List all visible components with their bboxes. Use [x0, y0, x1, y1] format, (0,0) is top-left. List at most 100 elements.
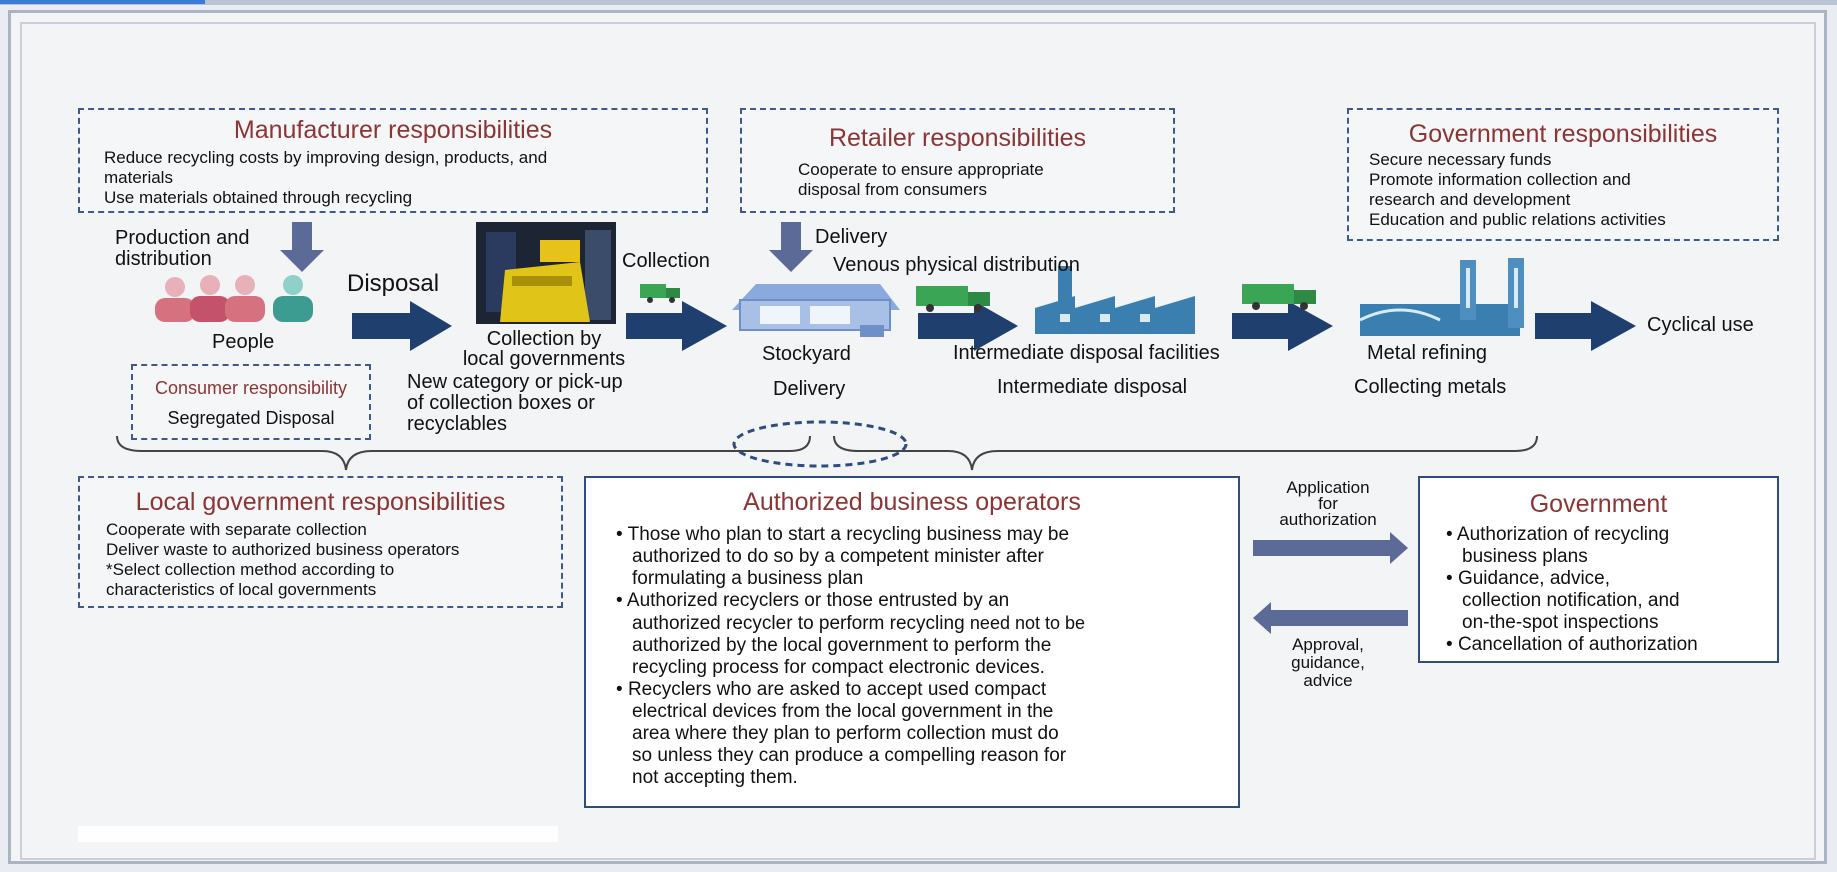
bullet-line: authorized by the local government to pe…: [632, 635, 1052, 656]
bullet-line: Cancellation of authorization: [1457, 634, 1698, 655]
application-label: Application for authorization: [1258, 478, 1398, 528]
delivery-bottom-label: Delivery: [773, 378, 846, 400]
bullet-line: authorized recycler to perform recycling: [632, 613, 965, 634]
authorized-operators-box: Authorized business operators Those who …: [584, 476, 1240, 808]
local-gov-title: Local government responsibilities: [135, 488, 506, 516]
collecting-metals-label: Collecting metals: [1354, 376, 1507, 398]
production-label: Production and distribution: [115, 228, 250, 270]
government-top-line: research and development: [1369, 190, 1571, 209]
new-category-label: New category or pick-up of collection bo…: [407, 372, 623, 435]
bullet-line: authorized to do so by a competent minis…: [632, 546, 1044, 567]
approval-line: Approval,: [1292, 635, 1364, 654]
consumer-box: Consumer responsibility Segregated Dispo…: [131, 364, 371, 440]
bullet-line: Authorized recyclers or those entrusted …: [626, 590, 1010, 611]
bullet-line: not accepting them.: [632, 767, 798, 788]
window-accent: [0, 0, 205, 4]
approval-line: advice: [1303, 671, 1353, 690]
metal-refining-icon: [1359, 258, 1524, 336]
bullet-line: Guidance, advice,: [1457, 568, 1611, 589]
bullet-line: Authorization of recycling: [1456, 524, 1670, 545]
approval-line: guidance,: [1291, 653, 1365, 672]
manufacturer-line: Reduce recycling costs by improving desi…: [104, 148, 548, 167]
government-responsibilities-box: Government responsibilities Secure neces…: [1347, 108, 1779, 241]
local-gov-line: *Select collection method according to: [106, 560, 395, 579]
manufacturer-line: materials: [104, 168, 173, 187]
highlight-ellipse: [732, 420, 908, 468]
collection-by-line: local governments: [462, 348, 626, 370]
down-arrow-retailer: [769, 222, 813, 272]
authorized-bullet: Authorized recyclers or those entrusted …: [616, 590, 1226, 679]
overlay-text: need not to be: [969, 613, 1086, 633]
intermediate-facilities-label: Intermediate disposal facilities: [953, 342, 1220, 364]
government-top-line: Promote information collection and: [1369, 170, 1631, 189]
people-icon: [155, 275, 313, 322]
bullet-line: collection notification, and: [1462, 590, 1680, 611]
local-gov-line: characteristics of local governments: [106, 580, 377, 599]
venous-label: Venous physical distribution: [833, 254, 1080, 276]
factory-icon: [1035, 266, 1195, 334]
stockyard-label: Stockyard: [762, 343, 851, 365]
manufacturer-box: Manufacturer responsibilities Reduce rec…: [78, 108, 708, 213]
new-category-line: New category or pick-up: [407, 371, 623, 393]
arrow-collection: [626, 301, 727, 351]
bullet-line: so unless they can produce a compelling …: [632, 745, 1067, 766]
production-label-line: Production and: [115, 227, 250, 249]
consumer-title: Consumer responsibility: [154, 378, 348, 398]
approval-label: Approval, guidance, advice: [1258, 636, 1398, 690]
production-label-line: distribution: [115, 248, 212, 270]
delivery-top-label: Delivery: [815, 226, 888, 248]
government-bullet: Guidance, advice, collection notificatio…: [1446, 568, 1776, 634]
application-line: Application: [1286, 478, 1370, 497]
arrow-application: [1253, 532, 1408, 564]
responsibility-brace: [116, 435, 1538, 471]
bullet-line: area where they plan to perform collecti…: [632, 723, 1059, 744]
bullet-line: electrical devices from the local govern…: [632, 701, 1054, 722]
retailer-box: Retailer responsibilities Cooperate to e…: [740, 108, 1175, 213]
bullet-line: formulating a business plan: [632, 568, 864, 589]
consumer-text: Segregated Disposal: [167, 408, 335, 428]
application-line: for: [1318, 494, 1338, 513]
retailer-line: Cooperate to ensure appropriate: [798, 160, 1044, 179]
collection-by-line: Collection by: [486, 328, 602, 350]
blurred-footer: [78, 826, 558, 842]
people-label: People: [212, 331, 275, 353]
government-top-line: Secure necessary funds: [1369, 150, 1552, 169]
collection-box-photo: [476, 222, 616, 324]
stockyard-icon: [732, 284, 900, 337]
truck-icon-refining: [1242, 284, 1316, 310]
metal-refining-label: Metal refining: [1367, 342, 1488, 364]
down-arrow-manufacturer: [280, 222, 324, 272]
manufacturer-title: Manufacturer responsibilities: [233, 116, 553, 144]
arrow-venous: [918, 301, 1018, 351]
bullet-line: recycling process for compact electronic…: [632, 657, 1045, 678]
government-top-title: Government responsibilities: [1408, 120, 1718, 148]
government-bullet: Cancellation of authorization: [1446, 634, 1776, 656]
bullet-line: business plans: [1462, 546, 1588, 567]
authorized-bullet: Those who plan to start a recycling busi…: [616, 524, 1226, 590]
retailer-title: Retailer responsibilities: [828, 124, 1087, 152]
local-gov-line: Deliver waste to authorized business ope…: [106, 540, 460, 559]
bullet-line: on-the-spot inspections: [1462, 612, 1659, 633]
local-gov-line: Cooperate with separate collection: [106, 520, 367, 539]
new-category-line: of collection boxes or: [407, 392, 595, 414]
authorized-bullet: Recyclers who are asked to accept used c…: [616, 679, 1226, 789]
arrow-intermediate: [1232, 301, 1333, 351]
bullet-line: Recyclers who are asked to accept used c…: [627, 679, 1047, 700]
manufacturer-line: Use materials obtained through recycling: [104, 188, 413, 207]
arrow-approval: [1253, 602, 1408, 634]
truck-icon-collection: [640, 284, 680, 303]
disposal-label: Disposal: [347, 270, 440, 297]
collection-by-label: Collection by local governments: [440, 329, 648, 369]
government-bullet: Authorization of recycling business plan…: [1446, 524, 1776, 568]
local-government-box: Local government responsibilities Cooper…: [78, 476, 563, 608]
government-top-line: Education and public relations activitie…: [1369, 210, 1666, 229]
intermediate-disposal-label: Intermediate disposal: [997, 376, 1188, 398]
government-box: Government Authorization of recycling bu…: [1418, 476, 1779, 663]
arrow-disposal: [352, 301, 452, 351]
retailer-line: disposal from consumers: [798, 180, 987, 199]
government-title: Government: [1529, 490, 1668, 518]
window-top-bar: [0, 0, 1837, 5]
truck-icon-venous: [916, 286, 990, 312]
arrow-cyclical: [1535, 301, 1636, 351]
